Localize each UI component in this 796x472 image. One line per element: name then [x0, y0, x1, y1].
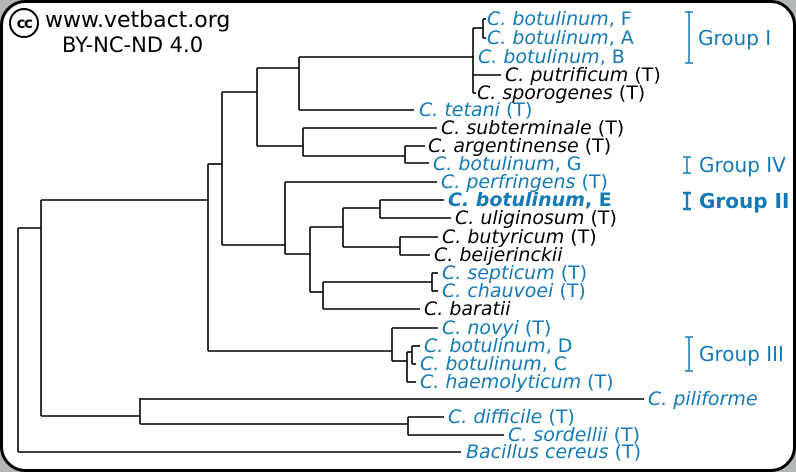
leaf-label-c-putrificum: C. putrificum (T)	[505, 64, 661, 86]
label-group-4: Group IV	[699, 153, 786, 177]
leaf-label-c-botulinum-b: C. botulinum, B	[478, 46, 625, 68]
leaf-label-c-botulinum-g: C. botulinum, G	[433, 153, 582, 175]
leaf-label-c-uliginosum: C. uliginosum (T)	[455, 207, 617, 229]
label-group-1: Group I	[698, 26, 771, 50]
leaf-label-c-piliforme: C. piliforme	[648, 388, 758, 410]
leaf-label-c-difficile: C. difficile (T)	[448, 406, 575, 428]
bracket-group-3	[685, 336, 693, 372]
cc-glyph: cc	[16, 14, 33, 32]
leaf-label-c-haemolyticum: C. haemolyticum (T)	[420, 371, 614, 393]
leaf-label-c-argentinense: C. argentinense (T)	[428, 135, 611, 157]
leaf-label-bacillus-cereus: Bacillus cereus (T)	[466, 441, 641, 463]
bracket-group-2	[683, 191, 691, 211]
leaf-label-c-botulinum-d: C. botulinum, D	[424, 335, 572, 357]
leaf-label-c-tetani: C. tetani (T)	[419, 99, 532, 121]
label-group-3: Group III	[699, 342, 784, 366]
leaf-label-c-novyi: C. novyi (T)	[442, 317, 551, 339]
leaf-label-c-beijerinckii: C. beijerinckii	[434, 244, 563, 266]
site-url: www.vetbact.org	[45, 8, 231, 33]
license-label: BY-NC-ND 4.0	[62, 33, 204, 57]
leaf-label-c-botulinum-e: C. botulinum, E	[448, 189, 612, 211]
leaf-label-c-botulinum-c: C. botulinum, C	[420, 353, 567, 375]
leaf-label-c-baratii: C. baratii	[424, 298, 511, 320]
leaf-label-c-botulinum-a: C. botulinum, A	[487, 27, 634, 49]
leaf-label-c-butyricum: C. butyricum (T)	[442, 226, 597, 248]
attribution-block: cc www.vetbact.org BY-NC-ND 4.0	[0, 0, 280, 60]
leaf-label-c-subterminale: C. subterminale (T)	[441, 117, 624, 139]
bracket-group-1	[685, 11, 693, 64]
label-group-2: Group II	[699, 189, 789, 213]
leaf-label-c-sordellii: C. sordellii (T)	[508, 424, 640, 446]
leaf-label-c-perfringens: C. perfringens (T)	[441, 171, 608, 193]
leaf-label-c-botulinum-f: C. botulinum, F	[487, 8, 632, 30]
leaf-label-c-sporogenes: C. sporogenes (T)	[477, 82, 645, 104]
creative-commons-icon: cc	[9, 8, 39, 38]
bracket-group-4	[683, 156, 691, 174]
leaf-label-c-chauvoei: C. chauvoei (T)	[442, 280, 586, 302]
leaf-label-c-septicum: C. septicum (T)	[442, 262, 587, 284]
